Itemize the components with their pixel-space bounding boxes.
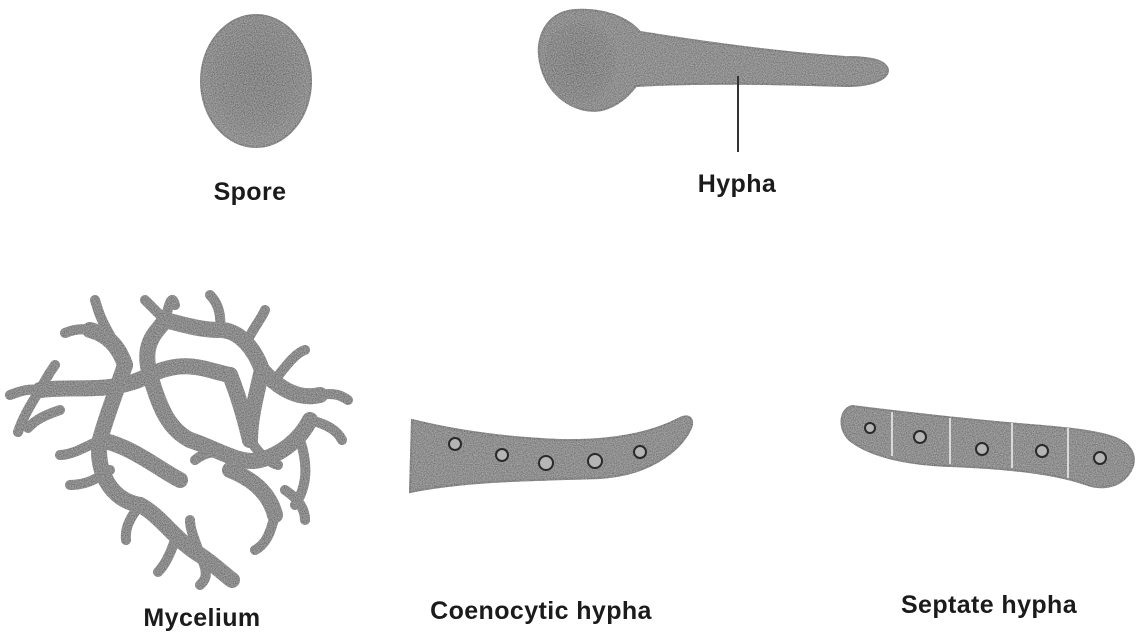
nucleus xyxy=(539,456,553,470)
nucleus xyxy=(634,446,646,458)
spore-illustration xyxy=(201,15,311,147)
mycelium-label: Mycelium xyxy=(143,604,260,632)
septate-hypha-illustration xyxy=(842,406,1134,487)
nucleus xyxy=(1036,445,1048,457)
nucleus xyxy=(1094,452,1106,464)
hypha-label: Hypha xyxy=(698,170,777,198)
mycelium-illustration xyxy=(10,295,348,585)
nucleus xyxy=(588,454,602,468)
coenocytic-hypha-illustration xyxy=(410,416,692,492)
spore-label: Spore xyxy=(214,178,287,206)
nucleus xyxy=(449,438,461,450)
coenocytic-hypha-label: Coenocytic hypha xyxy=(430,597,652,625)
hypha-illustration xyxy=(539,10,888,111)
nucleus xyxy=(976,443,988,455)
nucleus xyxy=(496,449,508,461)
nucleus xyxy=(865,423,875,433)
nucleus xyxy=(914,431,926,443)
septate-hypha-label: Septate hypha xyxy=(901,591,1078,619)
